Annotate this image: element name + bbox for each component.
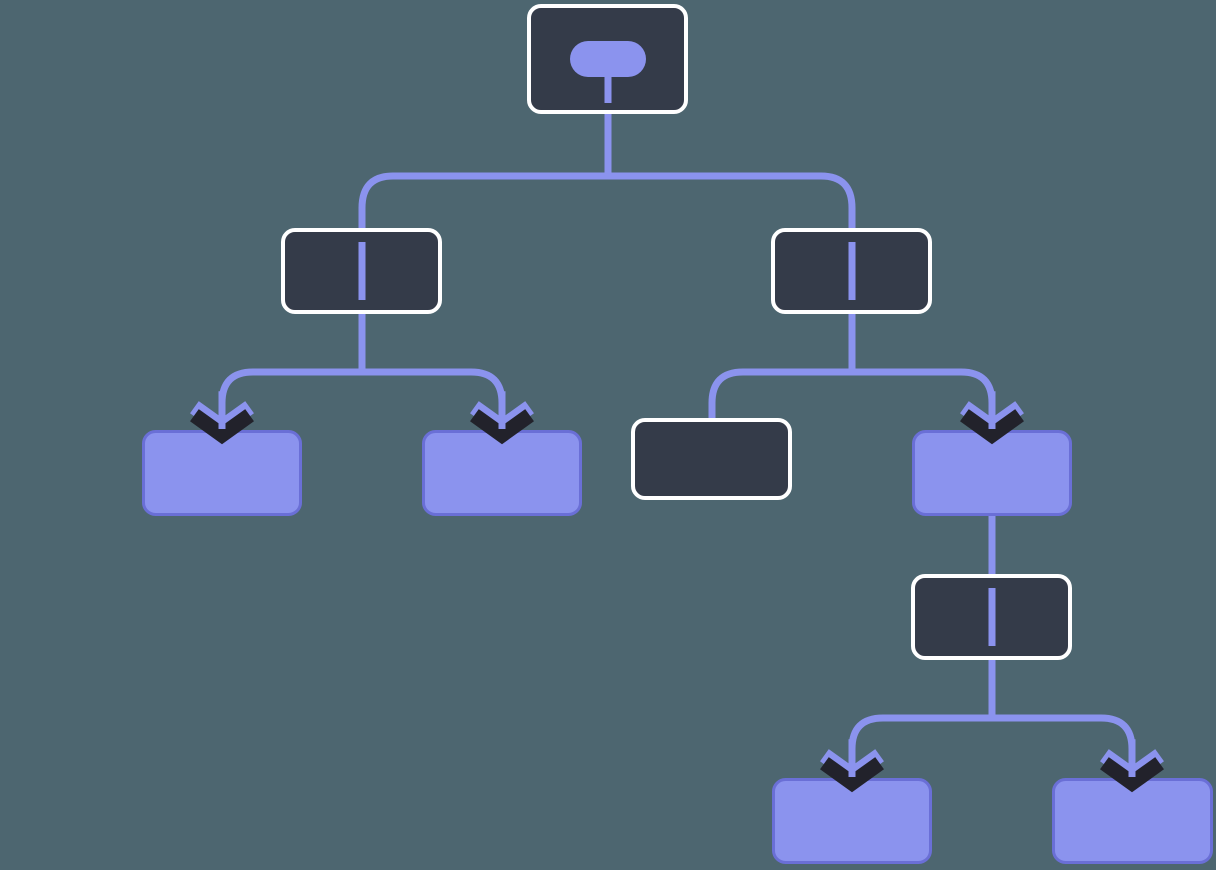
arrowhead-e2 [190, 409, 254, 445]
node-box[interactable] [1052, 778, 1213, 864]
arrowhead-e5 [960, 409, 1024, 445]
edge-n0-to-n1 [358, 38, 612, 314]
node-box[interactable] [631, 418, 792, 500]
node-n9-purple-leaf[interactable] [1052, 778, 1213, 864]
root-collapse-pill-icon[interactable] [570, 41, 646, 77]
arrowheads-layer [190, 391, 1164, 793]
nodes-layer[interactable] [142, 4, 1213, 864]
edge-n0-to-n2 [608, 172, 856, 314]
arrowhead-e7 [820, 757, 884, 793]
root-marker-layer[interactable] [570, 41, 646, 103]
node-n5-dark-leaf[interactable] [631, 418, 792, 500]
passthrough-lines-layer [358, 242, 996, 646]
arrowhead-e8 [1100, 757, 1164, 793]
edge-n2-to-n5 [708, 314, 856, 421]
edges-layer [218, 38, 1136, 785]
arrowhead-e3 [470, 409, 534, 445]
